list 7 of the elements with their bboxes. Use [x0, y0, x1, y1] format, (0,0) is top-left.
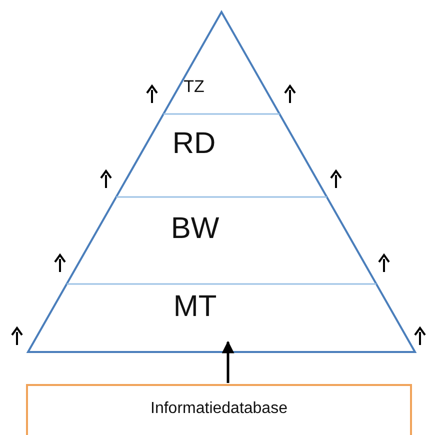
- level-label: BW: [170, 212, 220, 246]
- arrow: [222, 340, 234, 383]
- database-box: [26, 384, 412, 435]
- box-label: Informatiedatabase: [150, 400, 288, 418]
- level-label: RD: [172, 127, 216, 161]
- level-label: MT: [173, 290, 217, 324]
- level-label: TZ: [184, 77, 204, 97]
